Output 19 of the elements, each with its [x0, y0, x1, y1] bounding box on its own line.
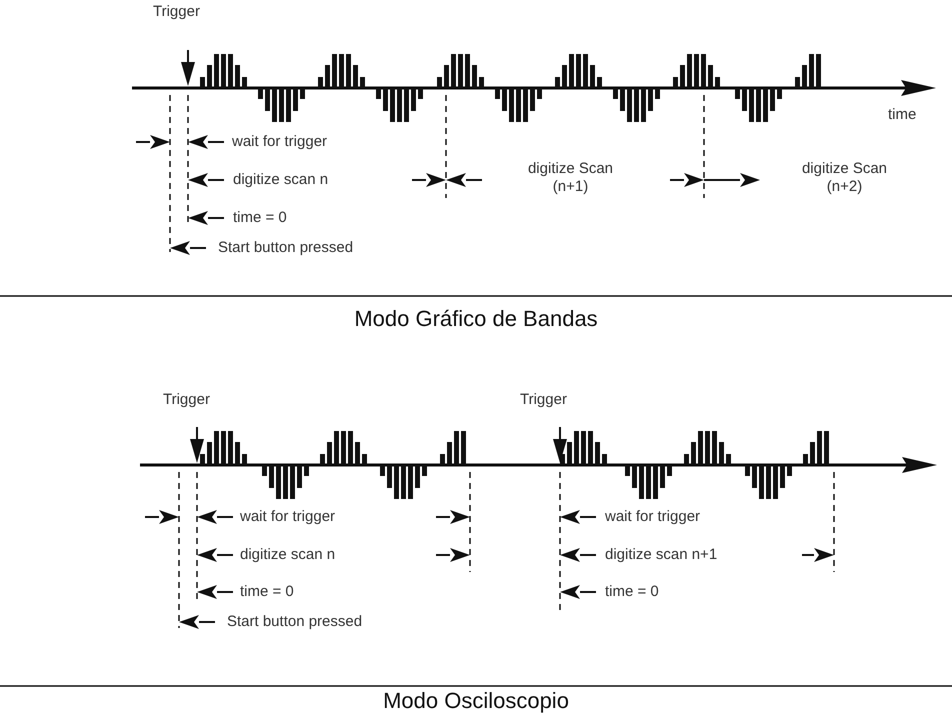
- timing-label: digitize scan n: [233, 171, 328, 189]
- timing-label: wait for trigger: [232, 133, 328, 151]
- timing-label: wait for trigger: [605, 508, 700, 526]
- trigger-label: Trigger: [163, 391, 210, 409]
- timing-label: digitize Scan (n+1): [526, 160, 614, 196]
- panel-caption: Modo Gráfico de Bandas: [353, 306, 599, 332]
- trigger-label: Trigger: [520, 391, 567, 409]
- axis-label: time: [888, 106, 916, 124]
- timing-label: Start button pressed: [218, 239, 354, 257]
- timing-label: time = 0: [233, 209, 287, 227]
- timing-label: digitize scan n: [240, 546, 336, 564]
- timing-label: time = 0: [605, 583, 659, 601]
- trigger-label: Trigger: [153, 3, 200, 21]
- timing-label: time = 0: [240, 583, 294, 601]
- timing-label: wait for trigger: [240, 508, 336, 526]
- timing-label: digitize scan n+1: [605, 546, 718, 564]
- timing-label: digitize Scan (n+2): [800, 160, 888, 196]
- panel-caption: Modo Osciloscopio: [382, 688, 570, 713]
- timing-label: Start button pressed: [227, 613, 362, 631]
